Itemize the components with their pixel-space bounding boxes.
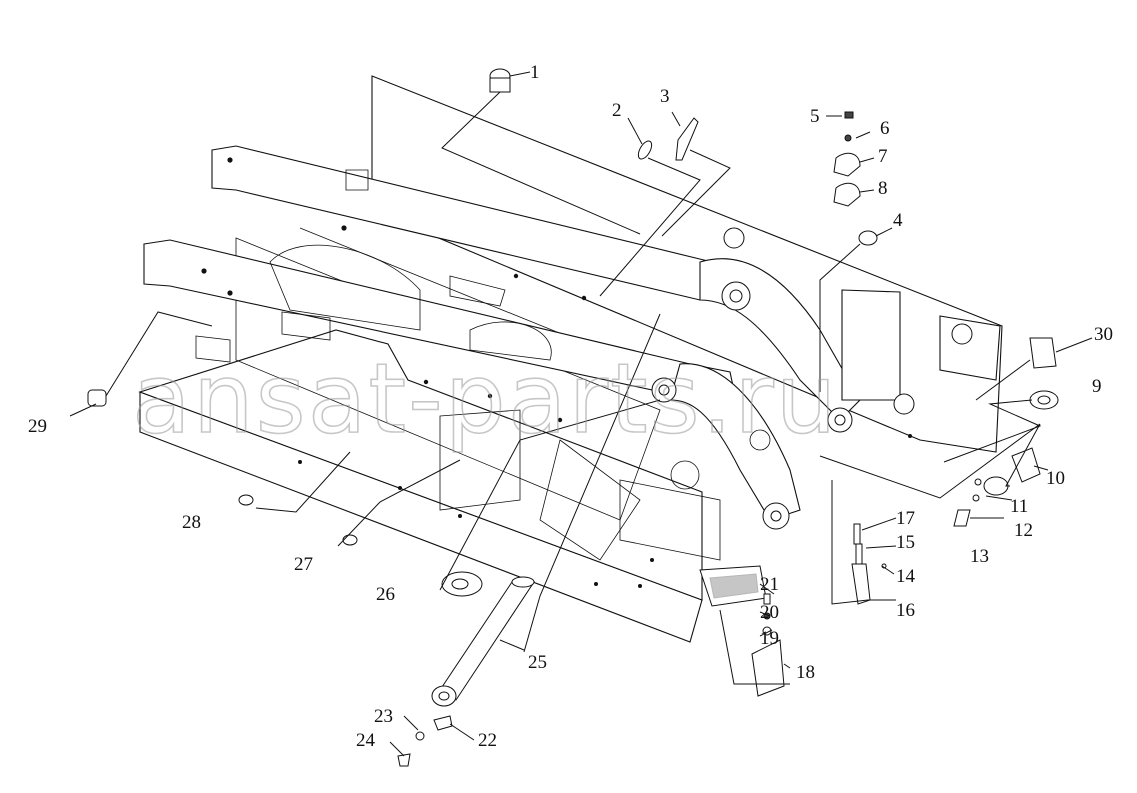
- part-number-2: 2: [612, 100, 622, 121]
- part-number-13: 13: [970, 546, 989, 567]
- part-number-17: 17: [896, 508, 915, 529]
- part-number-11: 11: [1010, 496, 1028, 517]
- part-number-25: 25: [528, 652, 547, 673]
- part-number-1: 1: [530, 62, 540, 83]
- part-number-21: 21: [760, 574, 779, 595]
- leader-lines: [69, 71, 1093, 757]
- part-number-14: 14: [896, 566, 916, 587]
- part-number-callouts: 1234567891011121314151617181920212223242…: [28, 62, 1113, 751]
- part-number-26: 26: [376, 584, 395, 605]
- part-number-29: 29: [28, 416, 47, 437]
- part-number-28: 28: [182, 512, 201, 533]
- part-number-3: 3: [660, 86, 670, 107]
- part-number-5: 5: [810, 106, 820, 127]
- exploded-parts: [87, 68, 1059, 767]
- part-number-4: 4: [893, 210, 903, 231]
- part-number-12: 12: [1014, 520, 1033, 541]
- part-number-19: 19: [760, 628, 779, 649]
- part-number-27: 27: [294, 554, 313, 575]
- part-number-10: 10: [1046, 468, 1065, 489]
- part-number-24: 24: [356, 730, 376, 751]
- part-number-7: 7: [878, 146, 888, 167]
- part-number-6: 6: [880, 118, 890, 139]
- watermark-text: ansat-parts.ru: [132, 343, 839, 455]
- part-number-30: 30: [1094, 324, 1113, 345]
- rivet-holes: [201, 157, 912, 588]
- part-number-23: 23: [374, 706, 393, 727]
- part-number-20: 20: [760, 602, 779, 623]
- main-frame: [138, 75, 1003, 643]
- part-number-9: 9: [1092, 376, 1102, 397]
- part-number-16: 16: [896, 600, 915, 621]
- part-number-15: 15: [896, 532, 915, 553]
- part-number-8: 8: [878, 178, 888, 199]
- part-number-22: 22: [478, 730, 497, 751]
- part-1-body: [489, 77, 511, 93]
- part-number-18: 18: [796, 662, 815, 683]
